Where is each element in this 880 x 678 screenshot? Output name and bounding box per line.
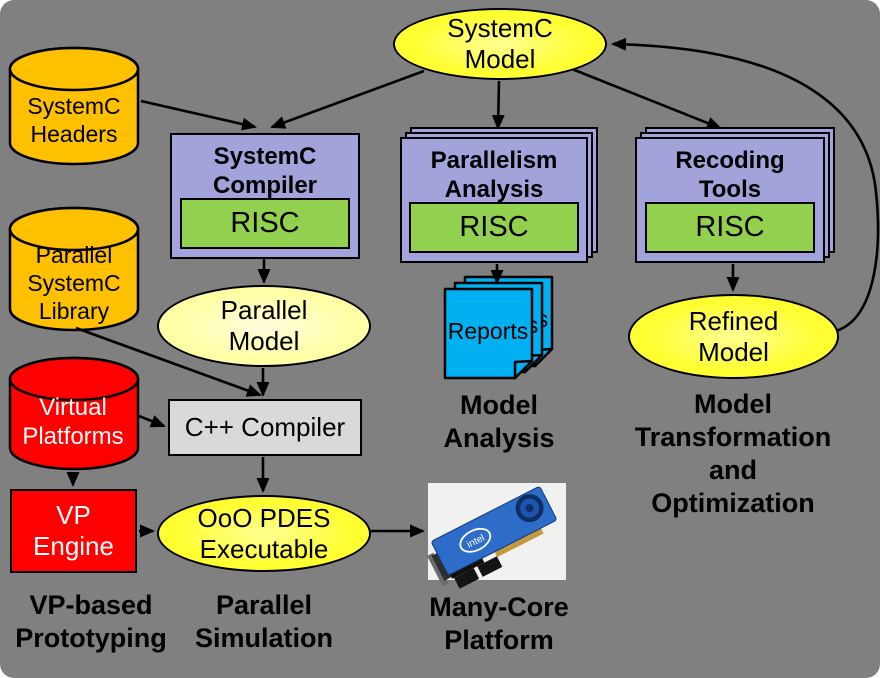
- risc-label: RISC: [695, 211, 765, 243]
- caption-parallel-simulation: Parallel Simulation: [194, 590, 333, 653]
- arrow-model-to-recoding-tools: [571, 67, 722, 130]
- arrow-refined-model-to-systemc-model: [611, 37, 880, 333]
- report-page-front: Reports: [443, 287, 534, 380]
- systemc-model-node: SystemC Model: [393, 8, 607, 80]
- refined-model-node: Refined Model: [628, 294, 839, 379]
- parallel-model-label: Parallel Model: [220, 295, 308, 356]
- intel-logo-oval: [459, 527, 492, 553]
- caption-model-transformation: Model Transformation and Optimization: [634, 389, 832, 518]
- systemc-headers-label: SystemC Headers: [27, 93, 121, 147]
- cpp-compiler-label: C++ Compiler: [184, 412, 346, 442]
- virtual-platforms-cylinder: [8, 356, 140, 471]
- ooo-pdes-executable-node: OoO PDES Executable: [157, 495, 371, 572]
- systemc-model-label: SystemC Model: [447, 13, 553, 74]
- vp-engine-label: VP Engine: [33, 500, 114, 561]
- parallelism-analysis-risc-badge: RISC: [409, 202, 579, 253]
- recoding-tools-node: Recoding Tools RISC: [635, 137, 825, 263]
- parallel-systemc-library-cylinder: [8, 206, 140, 332]
- recoding-tools-title: Recoding Tools: [675, 147, 785, 203]
- parallel-systemc-library-label: Parallel SystemC Library: [27, 242, 121, 324]
- caption-many-core-platform: Many-Core Platform: [429, 592, 569, 655]
- arrow-library-to-cpp-compiler: [75, 326, 262, 397]
- arrow-headers-to-compiler: [140, 99, 257, 131]
- parallelism-analysis-title: Parallelism Analysis: [430, 147, 558, 203]
- cpp-compiler-node: C++ Compiler: [168, 399, 362, 456]
- parallelism-analysis-node: Parallelism Analysis RISC: [400, 137, 588, 263]
- caption-vp-based-prototyping: VP-based Prototyping: [15, 590, 167, 653]
- arrow-virtual-platforms-to-cpp-compiler: [138, 414, 166, 428]
- report-page-label: Reports: [448, 318, 529, 344]
- systemc-headers-cylinder: [8, 46, 140, 166]
- many-core-platform-image: intel: [427, 483, 566, 589]
- parallel-model-node: Parallel Model: [157, 285, 371, 367]
- systemc-compiler-node: SystemC Compiler RISC: [170, 133, 360, 259]
- recoding-tools-risc-badge: RISC: [645, 202, 815, 253]
- systemc-compiler-title: SystemC Compiler: [212, 143, 317, 199]
- reports-document-stack: Reports Reports Reports: [443, 275, 554, 380]
- vp-engine-node: VP Engine: [10, 489, 137, 573]
- systemc-compiler-risc-badge: RISC: [180, 198, 350, 249]
- refined-model-label: Refined Model: [688, 305, 779, 367]
- risc-label: RISC: [230, 207, 300, 239]
- virtual-platforms-label: Virtual Platforms: [22, 394, 124, 450]
- ooo-pdes-executable-label: OoO PDES Executable: [197, 502, 331, 564]
- caption-model-analysis: Model Analysis: [443, 390, 555, 453]
- arrow-model-to-compiler: [270, 69, 425, 129]
- risc-label: RISC: [459, 211, 529, 243]
- arrow-model-to-parallelism-analysis: [491, 80, 505, 130]
